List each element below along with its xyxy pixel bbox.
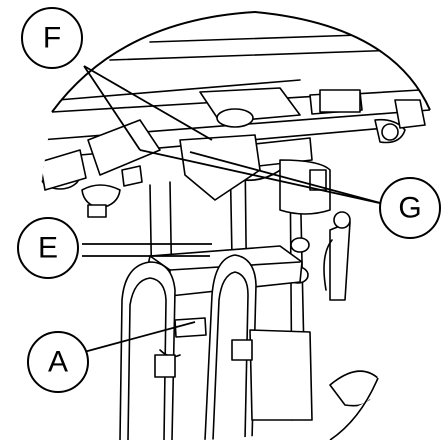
leader-a bbox=[83, 321, 196, 353]
knob-drawing bbox=[81, 165, 143, 218]
leader-f-2 bbox=[83, 65, 213, 141]
seat-frame-drawing bbox=[39, 34, 430, 191]
callout-a-label: A bbox=[48, 346, 68, 379]
leader-f-1 bbox=[83, 65, 141, 151]
callout-f-label: F bbox=[43, 22, 61, 55]
leader-lines bbox=[82, 65, 385, 353]
leader-g-1 bbox=[139, 149, 385, 205]
lever-drawing bbox=[287, 211, 351, 301]
callout-e-label: E bbox=[38, 232, 58, 265]
callout-e: E bbox=[17, 217, 79, 279]
callout-f: F bbox=[21, 7, 83, 69]
leader-g-2 bbox=[189, 151, 385, 205]
view-border bbox=[51, 10, 431, 113]
lower-frame-drawing bbox=[119, 254, 381, 440]
callout-g-label: G bbox=[398, 192, 421, 225]
callout-g: G bbox=[379, 177, 441, 239]
callout-a: A bbox=[27, 331, 89, 393]
detail-view bbox=[39, 34, 430, 440]
view-border-right bbox=[329, 377, 379, 440]
